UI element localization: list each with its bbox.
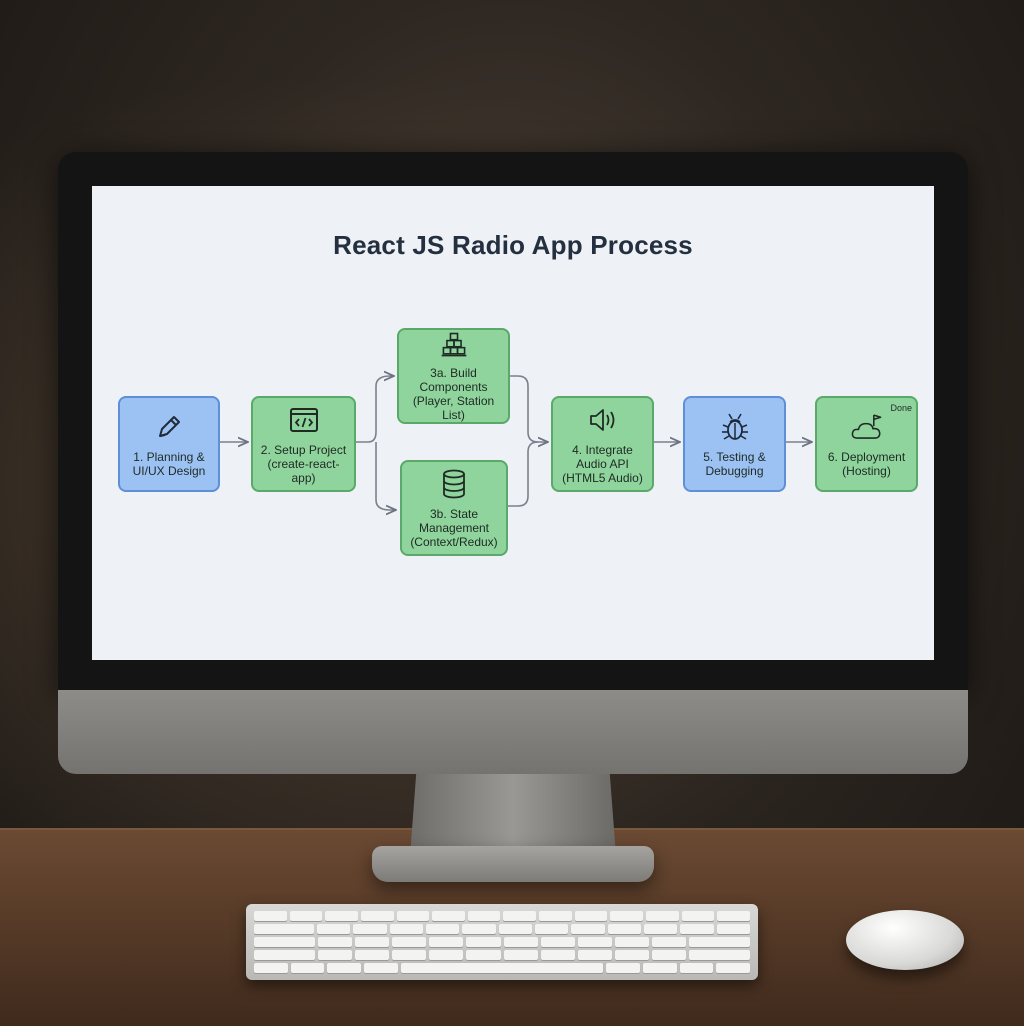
node-state-label: 3b. State Management (Context/Redux) [410,507,498,549]
keyboard [246,904,758,980]
edge-components-audio [510,375,548,442]
node-testing-label: 5. Testing & Debugging [703,450,766,478]
node-setup: 2. Setup Project (create-react-app) [251,396,356,492]
mouse [846,910,964,970]
node-setup-label: 2. Setup Project (create-react-app) [260,443,347,485]
node-deployment-label: 6. Deployment (Hosting) [827,450,906,478]
edge-state-audio [508,441,539,507]
node-planning: 1. Planning & UI/UX Design [118,396,220,492]
node-audio: 4. Integrate Audio API (HTML5 Audio) [551,396,654,492]
code-window-icon [289,408,318,432]
bug-icon [721,413,748,440]
monitor-screen: React JS Radio App Process 1. Planning &… [92,186,934,660]
node-components: 3a. Build Components (Player, Station Li… [397,328,510,424]
speaker-icon [589,409,614,431]
pencil-icon [159,416,180,437]
edge-setup-components [356,376,394,443]
node-planning-label: 1. Planning & UI/UX Design [132,450,206,478]
cloud-flag-icon [851,414,881,439]
diagram-title: React JS Radio App Process [333,230,693,260]
monitor-stand-neck [410,774,616,856]
node-testing: 5. Testing & Debugging [683,396,786,492]
node-components-label: 3a. Build Components (Player, Station Li… [412,366,495,422]
node-state: 3b. State Management (Context/Redux) [400,460,508,556]
connector-layer [220,186,934,660]
monitor-stand-base [372,846,654,882]
node-deployment: Done 6. Deployment (Hosting) [815,396,918,492]
done-tag: Done [890,403,912,413]
edge-setup-state [375,442,396,510]
blocks-icon [441,332,466,357]
node-audio-label: 4. Integrate Audio API (HTML5 Audio) [562,443,643,485]
database-icon [443,469,465,499]
monitor-chin [58,690,968,774]
